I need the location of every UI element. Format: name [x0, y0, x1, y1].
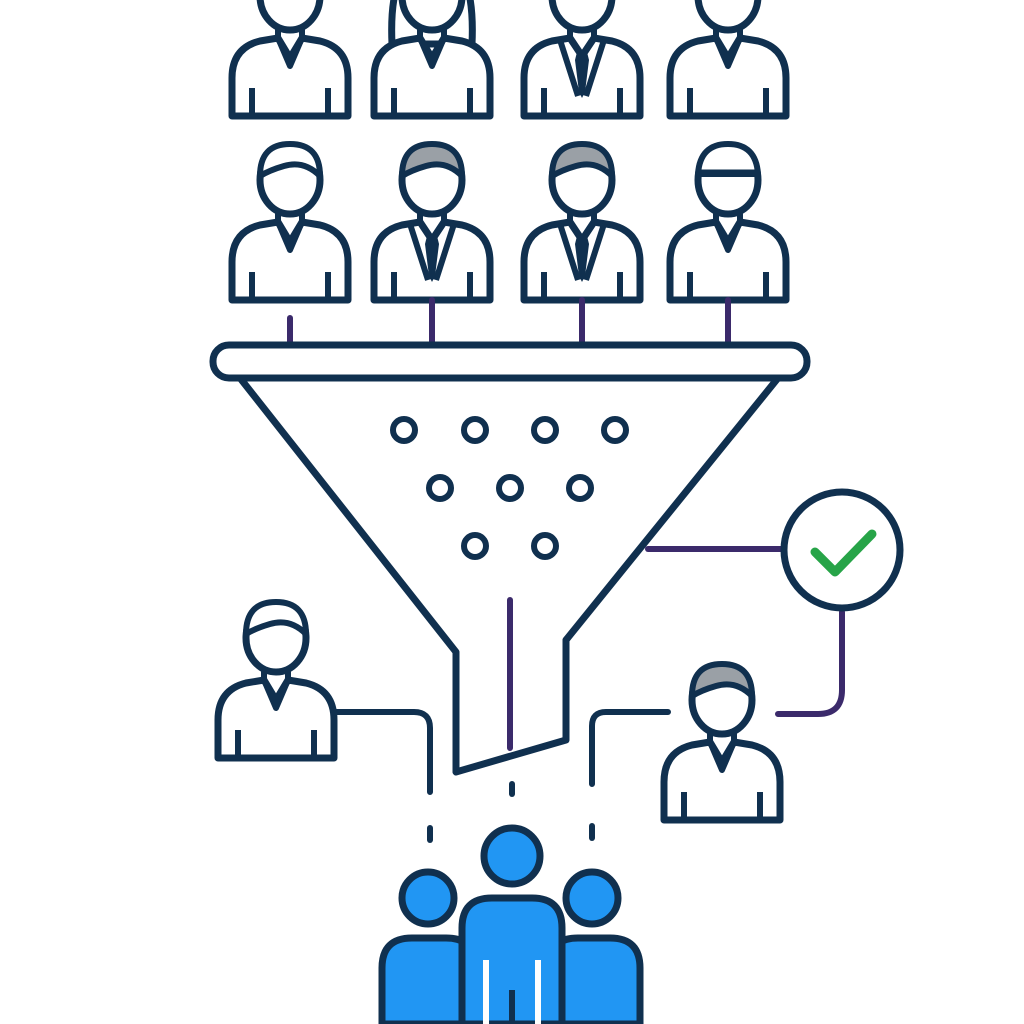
candidates-second-row	[232, 144, 786, 300]
funnel-filter-holes	[390, 416, 629, 560]
candidate-woman-long-hair-icon	[374, 0, 490, 116]
selected-team-icon	[378, 824, 644, 1024]
approved-candidate-icon	[664, 664, 780, 820]
candidate-man-tie-icon	[524, 0, 640, 116]
rejected-candidate-connector	[331, 709, 433, 795]
team-member-right	[544, 868, 644, 1024]
approved-candidate-connector	[589, 709, 671, 787]
candidate-connectors	[287, 297, 731, 347]
rejected-candidate-icon	[218, 602, 334, 758]
candidate-man-buzz-cut-icon	[670, 144, 786, 300]
candidate-woman-short-hair-icon	[232, 0, 348, 116]
candidates-top-row	[232, 0, 786, 116]
output-dashes	[427, 781, 595, 843]
filter-funnel-icon	[209, 341, 811, 776]
candidate-man-tie-gray-hair-icon	[524, 144, 640, 300]
approval-connector	[645, 546, 845, 717]
check-circle-icon	[780, 488, 904, 612]
candidate-man-open-collar-icon	[670, 0, 786, 116]
candidate-man-open-collar-icon	[232, 144, 348, 300]
candidate-man-tie-gray-hair-icon	[374, 144, 490, 300]
